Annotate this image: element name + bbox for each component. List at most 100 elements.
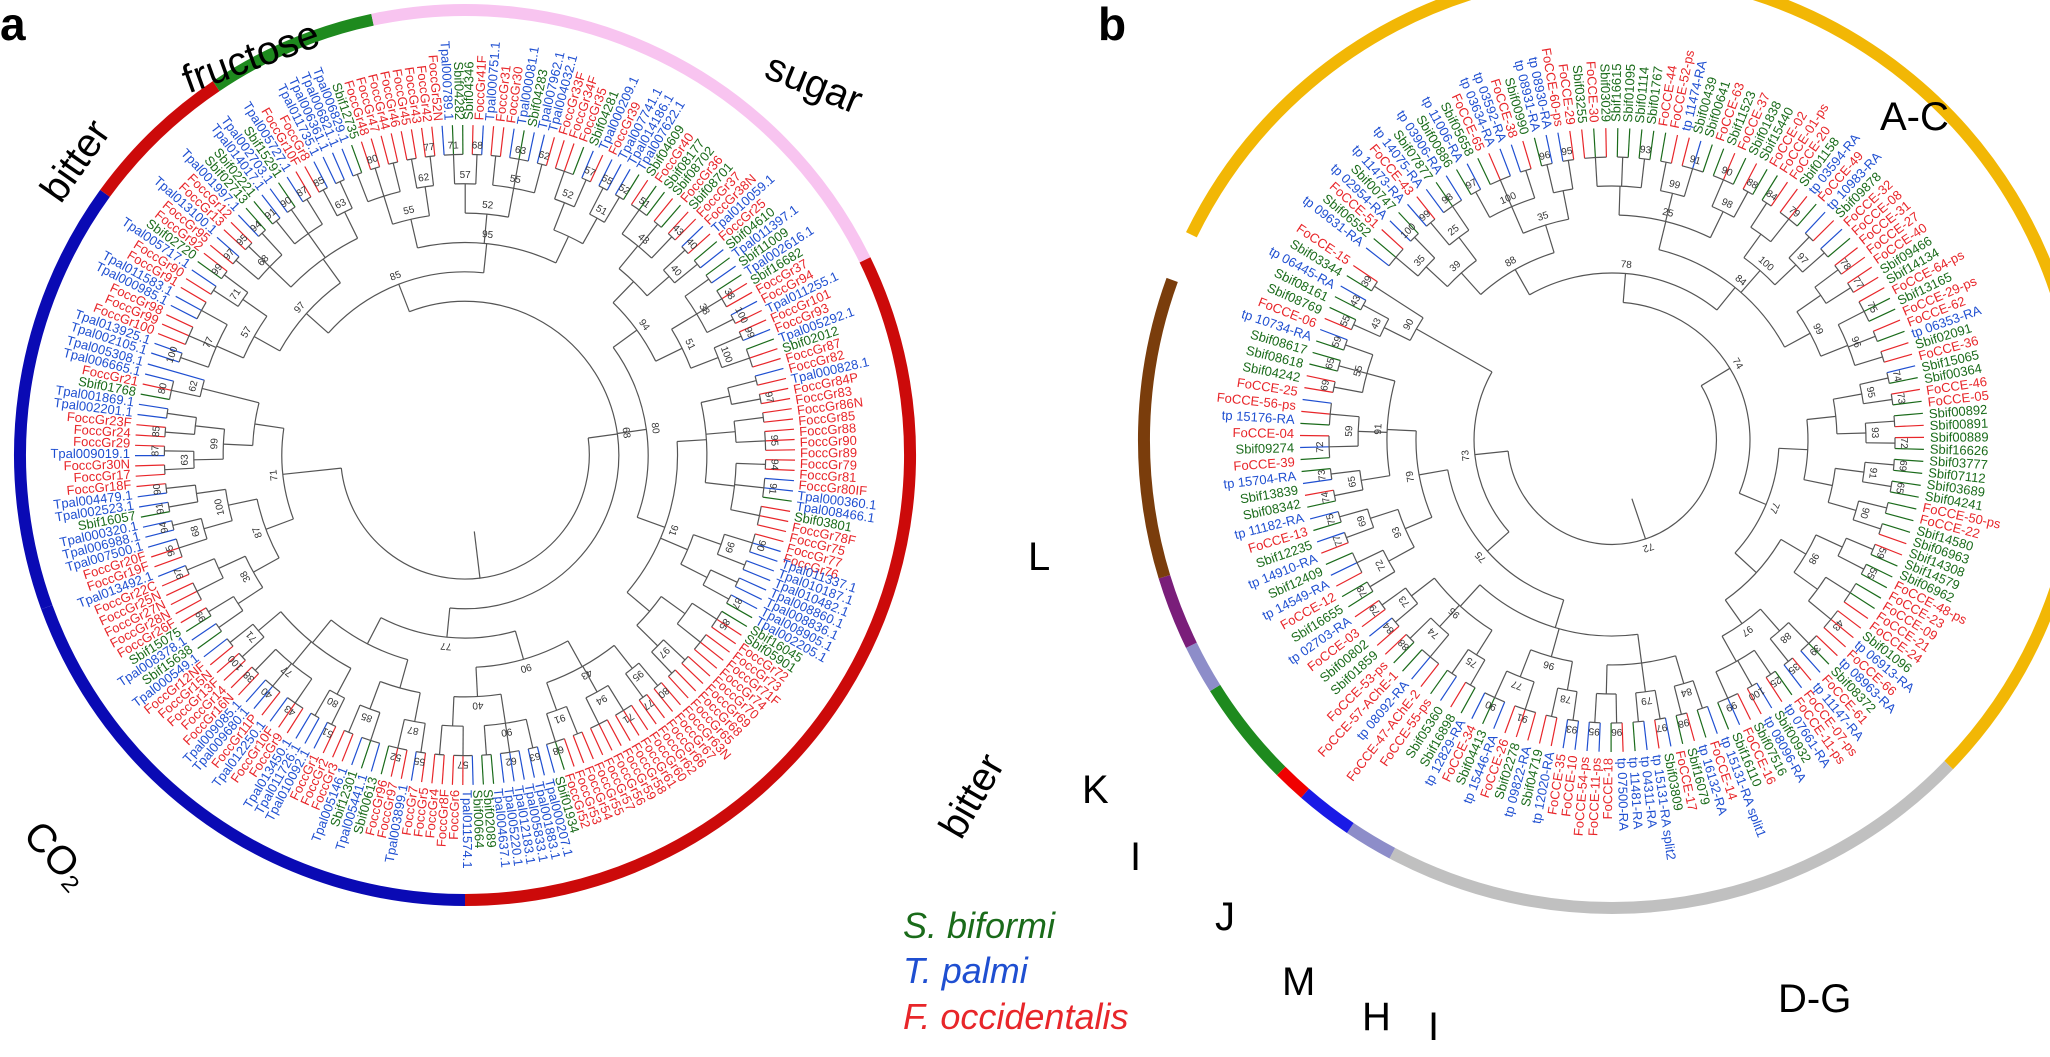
panel-b-branch (1458, 236, 1477, 261)
panel-a-leaf-label: Sbif04346 (461, 61, 477, 120)
panel-a-branch (614, 168, 631, 196)
panel-a-branch (565, 706, 579, 735)
panel-a-branch (237, 586, 264, 605)
panel-b-node-arc (1837, 324, 1856, 366)
panel-a-branch (726, 602, 753, 619)
panel-b-branch (1374, 285, 1424, 319)
panel-b-leaf-label: FoCCE-54-ps (1571, 756, 1593, 837)
panel-a-branch (483, 725, 487, 755)
panel-b-branch (1414, 236, 1436, 259)
panel-b-bootstrap-value: 25 (1767, 674, 1783, 690)
panel-b-branch (1752, 169, 1768, 195)
panel-a-branch (614, 714, 631, 741)
panel-a-branch (261, 194, 281, 219)
panel-b-node-arc (1382, 549, 1396, 573)
panel-a-branch (651, 651, 673, 674)
panel-a-branch (370, 138, 381, 167)
panel-a-node-arc (252, 402, 260, 446)
panel-b-branch (1409, 617, 1432, 639)
panel-b-node-arc (1886, 372, 1890, 384)
panel-a-branch (253, 335, 281, 352)
panel-b-branch (1554, 599, 1565, 628)
panel-a-bootstrap-value: 80 (325, 694, 340, 709)
panel-b-branch (1567, 160, 1574, 190)
panel-b-branch (1411, 577, 1435, 597)
panel-b-bootstrap-value: 95 (1446, 604, 1462, 620)
panel-a-branch (369, 681, 381, 710)
panel-b-branch (1524, 681, 1535, 710)
panel-b-node-arc (1783, 657, 1793, 666)
panel-b-branch (1835, 467, 1865, 473)
panel-b-node-arc (1336, 360, 1341, 372)
panel-b-group-arcs (1137, 0, 2050, 914)
panel-a-branch (136, 483, 166, 488)
panel-b-branch (1304, 387, 1334, 393)
panel-b-branch (1874, 543, 1903, 556)
panel-a-branch (499, 753, 505, 783)
panel-b-branch (1594, 157, 1598, 187)
panel-b-branch (1866, 563, 1893, 578)
panel-b-branch (1418, 469, 1448, 476)
panel-b-branch (1796, 203, 1817, 227)
panel-a-branch (157, 333, 186, 345)
panel-b-branch (1683, 168, 1694, 197)
panel-a-branch (390, 747, 399, 777)
panel-b-leaf-label: FoCCE-05 (1927, 388, 1990, 410)
panel-a-branch (332, 730, 345, 758)
panel-a-branch (706, 318, 734, 334)
panel-b-bootstrap-value: 74 (1426, 625, 1442, 641)
panel-b-branch (1711, 179, 1724, 207)
panel-a-branch (553, 202, 566, 231)
panel-a-branch (752, 357, 781, 368)
panel-a-branch (765, 438, 795, 442)
panel-a-bootstrap-value: 87 (406, 723, 419, 736)
panel-b-branch (1894, 458, 1924, 462)
panel-a-branch (589, 727, 604, 756)
panel-a-node-arc (618, 268, 648, 297)
panel-a-branch (546, 713, 556, 742)
panel-b-branch (1870, 553, 1898, 567)
panel-a-bootstrap-value: 51 (594, 203, 609, 218)
panel-a-branch (178, 538, 208, 549)
panel-a-branch (585, 697, 600, 725)
panel-a-node-arc (681, 655, 689, 664)
panel-b-bootstrap-value: 77 (1331, 533, 1345, 548)
panel-b-branch (1494, 670, 1508, 698)
panel-a-branch (509, 128, 515, 158)
panel-b-branch (1416, 328, 1493, 373)
panel-a-branch (481, 125, 484, 155)
panel-b-node-arc (1379, 318, 1390, 337)
panel-a-bootstrap-value: 99 (209, 438, 221, 450)
panel-a-branch (307, 233, 326, 258)
panel-a-bootstrap-value: 80 (649, 422, 662, 435)
panel-b-branch (1594, 693, 1598, 723)
panel-a-bootstrap-value: 90 (519, 661, 533, 675)
panel-b-branch (1358, 430, 1388, 433)
panel-b-bootstrap-value: 93 (1869, 427, 1880, 439)
panel-a-branch (286, 707, 304, 734)
panel-a-bootstrap-value: 94 (248, 219, 264, 235)
panel-a-bootstrap-value: 94 (636, 317, 652, 333)
panel-b-branch (1737, 660, 1753, 687)
arc-co2 (13, 189, 110, 610)
panel-a-bootstrap-value: 94 (593, 692, 608, 707)
panel-a-branch (170, 590, 198, 606)
panel-a-branch (164, 467, 195, 471)
panel-a-bootstrap-value: 43 (282, 702, 298, 718)
panel-a-branch (759, 387, 789, 395)
panel-a-leaf-label: Sbif04282 (451, 61, 467, 120)
panel-a-branch (360, 740, 372, 769)
panel-a-node-arc (215, 623, 222, 632)
panel-b-branch (1331, 469, 1360, 475)
panel-a-node-arc (406, 157, 417, 161)
panel-a-node-arc (684, 295, 708, 333)
panel-a-branch (765, 449, 796, 451)
panel-b-branch (1348, 590, 1374, 608)
panel-a-branch (735, 440, 766, 443)
panel-b-leaf-label: FoCCE-11-ps (1585, 757, 1604, 837)
panel-a-branch (197, 630, 222, 649)
panel-a-branch (452, 154, 456, 184)
panel-b-node-arc (1366, 581, 1374, 592)
panel-b-branch (1416, 196, 1436, 220)
